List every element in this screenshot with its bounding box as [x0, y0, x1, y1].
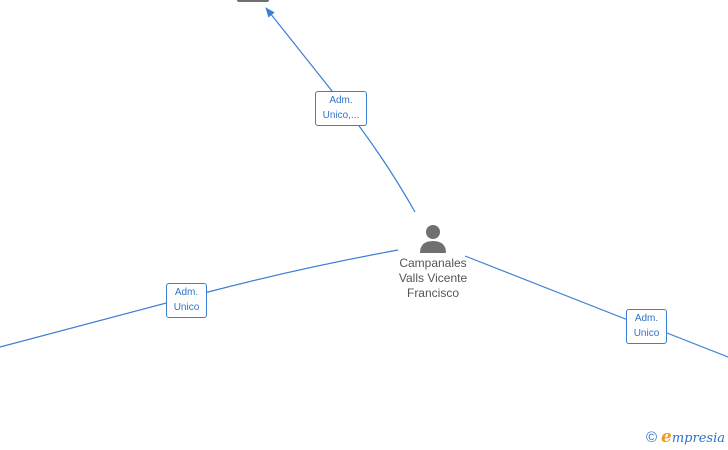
edge-line-left [0, 249, 399, 348]
edge-label-right[interactable]: Adm. Unico [626, 309, 667, 344]
footer-branding: © empresia [646, 427, 725, 447]
edge-label-left-line1: Adm. [174, 287, 199, 298]
edge-label-top-line2: Unico,... [322, 110, 360, 121]
person-node[interactable]: Campanales Valls Vicente Francisco [380, 222, 486, 301]
person-name-line3: Francisco [406, 286, 459, 300]
edge-line-right [464, 255, 728, 358]
brand-logo[interactable]: empresia [661, 427, 725, 447]
person-name-line1: Campanales [399, 256, 467, 270]
edge-label-right-line2: Unico [633, 328, 660, 339]
copyright-icon: © [645, 428, 658, 446]
company-node-partial[interactable] [237, 0, 269, 2]
brand-logo-text: mpresia [671, 431, 725, 446]
person-icon [420, 225, 446, 253]
edge-label-top[interactable]: Adm. Unico,... [315, 91, 367, 126]
edge-label-right-line1: Adm. [634, 313, 659, 324]
person-name: Campanales Valls Vicente Francisco [380, 256, 486, 301]
edge-label-top-line1: Adm. [329, 95, 353, 106]
edge-label-left[interactable]: Adm. Unico [166, 283, 207, 318]
edge-label-left-line2: Unico [173, 302, 200, 313]
brand-logo-initial: e [661, 427, 672, 447]
person-name-line2: Valls Vicente [398, 271, 468, 285]
